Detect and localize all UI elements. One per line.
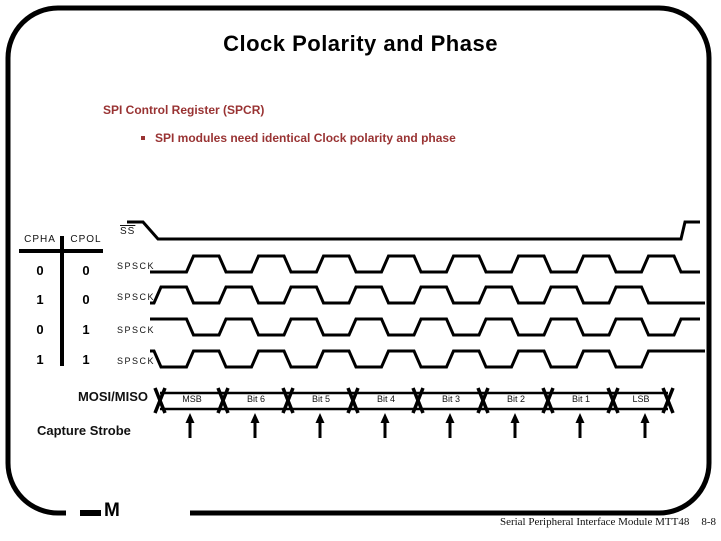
footer-page-number: 8-8 (701, 516, 716, 528)
spsck-label: SPSCK (117, 325, 156, 335)
table-cell-cpol: 0 (82, 292, 90, 307)
mosi-miso-label: MOSI/MISO (77, 389, 148, 404)
spsck-waveform (150, 317, 700, 337)
spsck-waveform (150, 349, 705, 369)
bit-label: Bit 3 (441, 394, 460, 404)
table-cell-cpol: 1 (82, 352, 90, 367)
spsck-label: SPSCK (117, 292, 156, 302)
footer-module: Serial Peripheral Interface Module MTT48 (499, 516, 690, 528)
bit-label: LSB (632, 394, 650, 404)
bullet-icon (141, 136, 145, 140)
capture-strobe-arrows (185, 413, 650, 438)
bit-label: Bit 6 (246, 394, 265, 404)
slide-border (5, 5, 712, 516)
spsck-label: SPSCK (117, 356, 156, 366)
bit-label: Bit 4 (376, 394, 395, 404)
spsck-label: SPSCK (117, 261, 156, 271)
mosi-miso-bus (153, 387, 675, 414)
bit-label: Bit 2 (506, 394, 525, 404)
table-cell-cpol: 0 (82, 263, 90, 278)
bit-label: Bit 1 (571, 394, 590, 404)
spcr-heading: SPI Control Register (SPCR) (103, 103, 265, 117)
table-cell-cpol: 1 (82, 322, 90, 337)
table-cell-cpha: 0 (36, 263, 44, 278)
footer-text: Serial Peripheral Interface Module MTT48… (500, 516, 716, 528)
capture-strobe-label: Capture Strobe (37, 423, 131, 438)
motorola-logo: M (104, 500, 120, 521)
bit-label: MSB (182, 394, 202, 404)
table-cell-cpha: 1 (36, 352, 44, 367)
table-header-cpol: CPOL (70, 234, 102, 245)
table-cell-cpha: 0 (36, 322, 44, 337)
table-cell-cpha: 1 (36, 292, 44, 307)
spsck-waveforms (150, 254, 705, 369)
ss-waveform (127, 220, 700, 241)
page-title: Clock Polarity and Phase (223, 31, 498, 56)
table-header-cpha: CPHA (24, 234, 56, 245)
bit-label: Bit 5 (311, 394, 330, 404)
ss-label: SS (120, 226, 136, 237)
spsck-waveform (150, 254, 700, 274)
bullet-text: SPI modules need identical Clock polarit… (155, 131, 456, 145)
spsck-waveform (150, 285, 705, 305)
bullet-item: SPI modules need identical Clock polarit… (141, 131, 456, 145)
